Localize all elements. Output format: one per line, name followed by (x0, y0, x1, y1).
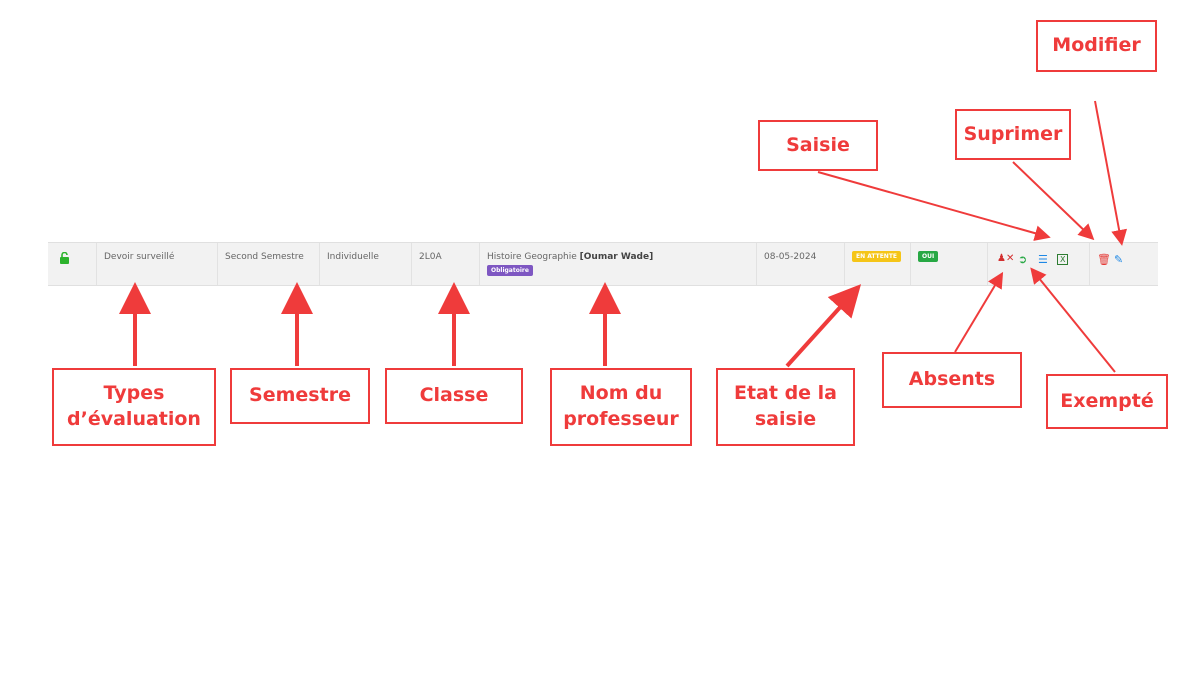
lock-cell (48, 243, 97, 285)
validated-badge: OUI (918, 251, 939, 262)
mandatory-badge: Obligatoire (487, 265, 533, 276)
teacher-cell: Histoire Geographie [Oumar Wade] Obligat… (480, 243, 757, 285)
semester-cell: Second Semestre (218, 243, 320, 285)
absent-user-icon[interactable]: ♟✕ (997, 253, 1015, 264)
mode-cell: Individuelle (320, 243, 412, 285)
actions-cell: ♟✕ ➲ ☰ X (988, 243, 1090, 285)
callout-saisie: Saisie (758, 120, 878, 171)
callout-prof: Nom du professeur (550, 368, 692, 446)
pencil-icon[interactable]: ✎ (1114, 253, 1124, 266)
callout-etat: Etat de la saisie (716, 368, 855, 446)
status-badge: EN ATTENTE (852, 251, 902, 262)
callout-classe: Classe (385, 368, 523, 424)
evaluation-row: Devoir surveillé Second Semestre Individ… (48, 242, 1158, 286)
exempt-icon[interactable]: ➲ (1018, 253, 1028, 266)
callout-modifier: Modifier (1036, 20, 1157, 72)
type-cell: Devoir surveillé (97, 243, 218, 285)
callout-exempte: Exempté (1046, 374, 1168, 429)
unlock-icon[interactable] (59, 251, 70, 264)
validated-cell: OUI (911, 243, 988, 285)
list-icon[interactable]: ☰ (1038, 253, 1048, 266)
callout-suprimer: Suprimer (955, 109, 1071, 160)
excel-icon[interactable]: X (1057, 254, 1069, 265)
date-cell: 08-05-2024 (757, 243, 845, 285)
subject-text: Histoire Geographie (487, 252, 577, 262)
status-cell: EN ATTENTE (845, 243, 911, 285)
callout-semestre: Semestre (230, 368, 370, 424)
edit-cell: 🗑 ✎ (1090, 243, 1158, 285)
teacher-name: [Oumar Wade] (579, 252, 654, 262)
class-cell: 2L0A (412, 243, 480, 285)
callout-absents: Absents (882, 352, 1022, 408)
callout-types: Types d’évaluation (52, 368, 216, 446)
trash-icon[interactable]: 🗑 (1097, 253, 1111, 266)
